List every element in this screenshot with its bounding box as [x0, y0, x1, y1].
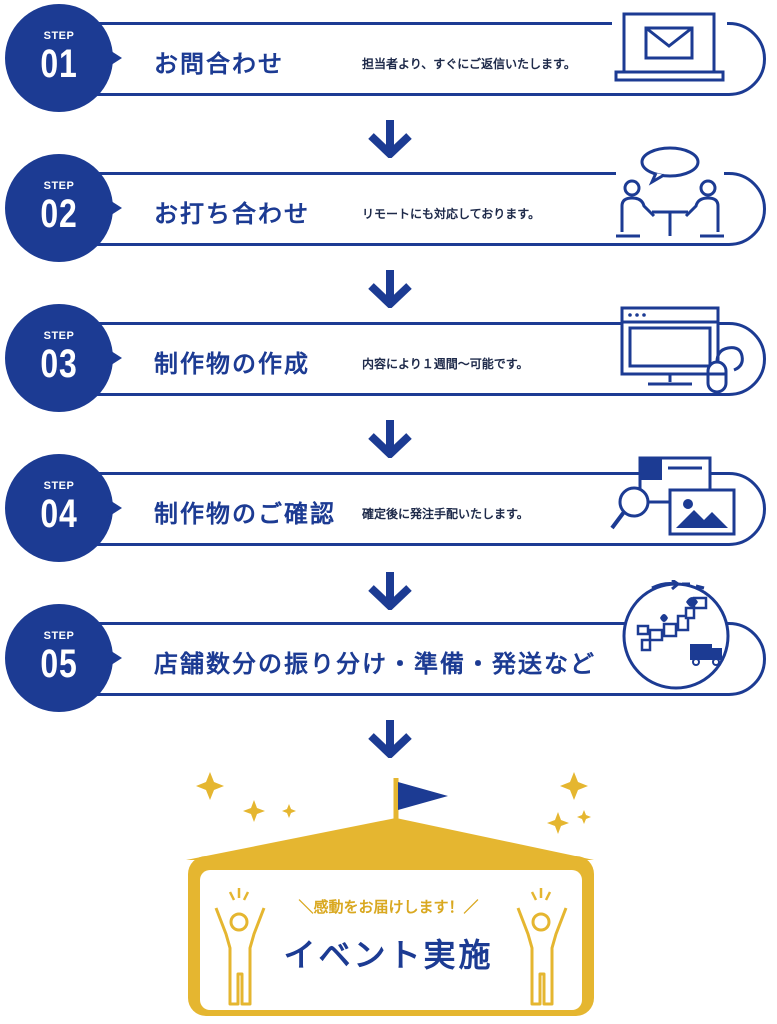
- step-01: STEP 01 お問合わせ 担当者より、すぐにご返信いたします。: [0, 0, 777, 130]
- step-03: STEP 03 制作物の作成 内容により１週間〜可能です。: [0, 300, 777, 430]
- step-03-number: 03: [40, 342, 78, 386]
- step-04-title: 制作物のご確認: [154, 500, 336, 528]
- step-04-label: STEP: [43, 480, 75, 492]
- event-subtitle: ＼感動をお届けします！／: [298, 898, 479, 916]
- event-title: イベント実施: [283, 936, 494, 974]
- step-04: STEP 04 制作物のご確認 確定後に発注手配いたします。: [0, 450, 777, 580]
- step-02-number: 02: [40, 192, 78, 236]
- document-review-icon: [610, 456, 736, 536]
- step-03-title: 制作物の作成: [154, 350, 310, 378]
- event-tent-illustration: [186, 772, 594, 860]
- step-02-pointer: [108, 199, 122, 217]
- step-02-badge: STEP 02: [5, 154, 113, 262]
- step-03-description: 内容により１週間〜可能です。: [362, 357, 529, 371]
- step-01-title: お問合わせ: [154, 50, 284, 78]
- step-01-pointer: [108, 49, 122, 67]
- step-02-description: リモートにも対応しております。: [362, 207, 541, 221]
- step-04-description: 確定後に発注手配いたします。: [362, 507, 529, 521]
- step-05-number: 05: [40, 642, 78, 686]
- cheering-person-icon: [214, 888, 266, 1006]
- event-panel: [200, 870, 582, 1010]
- step-05-label: STEP: [43, 630, 75, 642]
- step-05-pointer: [108, 649, 122, 667]
- cheering-person-icon: [516, 888, 568, 1006]
- arrow-down-icon: [368, 270, 412, 308]
- step-03-label: STEP: [43, 330, 75, 342]
- laptop-mail-icon: [612, 10, 727, 90]
- step-01-badge: STEP 01: [5, 4, 113, 112]
- arrow-down-icon: [368, 720, 412, 758]
- arrow-down-icon: [368, 420, 412, 458]
- step-03-pointer: [108, 349, 122, 367]
- step-05: STEP 05 店舗数分の振り分け・準備・発送など: [0, 580, 777, 730]
- arrow-down-icon: [368, 120, 412, 158]
- step-05-title: 店舗数分の振り分け・準備・発送など: [154, 650, 596, 678]
- japan-delivery-icon: [622, 580, 730, 690]
- step-05-badge: STEP 05: [5, 604, 113, 712]
- step-02-title: お打ち合わせ: [154, 200, 310, 228]
- desktop-monitor-icon: [620, 306, 744, 394]
- step-04-number: 04: [40, 492, 78, 536]
- step-01-label: STEP: [43, 30, 75, 42]
- step-01-description: 担当者より、すぐにご返信いたします。: [362, 57, 576, 71]
- step-04-pointer: [108, 499, 122, 517]
- meeting-icon: [616, 146, 724, 242]
- step-02-label: STEP: [43, 180, 75, 192]
- arrow-down-icon: [368, 572, 412, 610]
- step-02: STEP 02 お打ち合わせ リモートにも対応しております。: [0, 146, 777, 280]
- step-04-badge: STEP 04: [5, 454, 113, 562]
- step-03-badge: STEP 03: [5, 304, 113, 412]
- step-01-number: 01: [40, 42, 78, 86]
